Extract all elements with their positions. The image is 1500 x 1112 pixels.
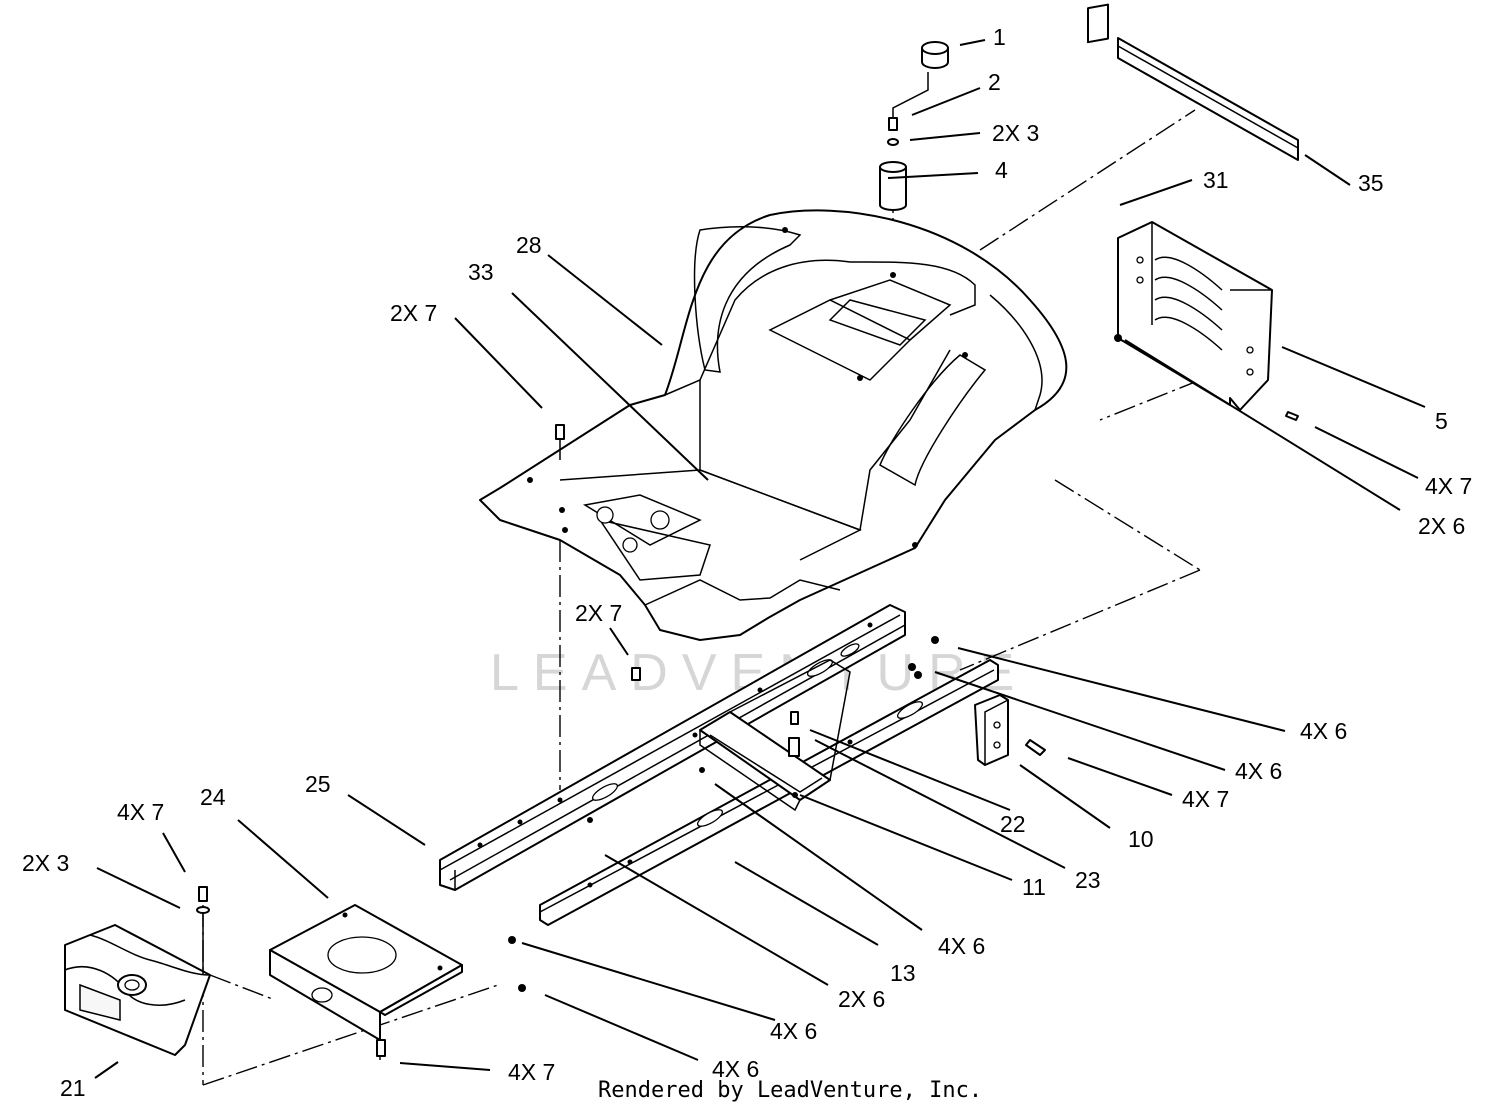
spacer-tube-part xyxy=(879,161,907,211)
fender-body-part xyxy=(479,209,1068,641)
callout-6c: 4X 6 xyxy=(1235,758,1282,784)
callout-25: 25 xyxy=(305,771,331,797)
axle-housing-part xyxy=(64,886,211,1056)
callout-1: 1 xyxy=(993,24,1006,50)
callout-7e: 4X 7 xyxy=(117,799,164,825)
callout-33: 33 xyxy=(468,259,494,285)
callout-3b: 2X 3 xyxy=(22,850,69,876)
mounting-plate-part xyxy=(269,904,463,1057)
callout-22: 22 xyxy=(1000,811,1026,837)
callout-7a: 2X 7 xyxy=(390,300,437,326)
credit-text: Rendered by LeadVenture, Inc. xyxy=(598,1078,982,1103)
callout-21: 21 xyxy=(60,1075,86,1101)
callout-5: 5 xyxy=(1435,408,1448,434)
callout-7f: 4X 7 xyxy=(508,1059,555,1085)
callout-28: 28 xyxy=(516,232,542,258)
callout-6b: 4X 6 xyxy=(1300,718,1347,744)
callout-7c: 2X 7 xyxy=(575,600,622,626)
frame-rail-part xyxy=(439,604,906,891)
callout-23: 23 xyxy=(1075,867,1101,893)
cross-bracket-part xyxy=(587,659,851,823)
body-bolt-part xyxy=(555,424,565,460)
callout-6e: 2X 6 xyxy=(838,986,885,1012)
callout-6g: 4X 6 xyxy=(712,1056,759,1082)
callout-6a: 2X 6 xyxy=(1418,513,1465,539)
callout-labels: 1 2 2X 3 4 31 35 28 33 2X 7 5 4X 7 2X 6 … xyxy=(22,24,1472,1101)
callout-3a: 2X 3 xyxy=(992,120,1039,146)
callout-7d: 4X 7 xyxy=(1182,786,1229,812)
angle-bracket-part xyxy=(974,694,1046,766)
callout-13: 13 xyxy=(890,960,916,986)
callout-10: 10 xyxy=(1128,826,1154,852)
callout-24: 24 xyxy=(200,784,226,810)
frame-fasteners xyxy=(508,636,939,992)
callout-4: 4 xyxy=(995,157,1008,183)
callout-35: 35 xyxy=(1358,170,1384,196)
decal-part xyxy=(1087,3,1109,44)
rear-bar-part xyxy=(1117,37,1299,161)
callout-7b: 4X 7 xyxy=(1425,473,1472,499)
callout-31: 31 xyxy=(1203,167,1229,193)
knob-part xyxy=(921,41,949,69)
callout-2: 2 xyxy=(988,69,1001,95)
callout-11: 11 xyxy=(1022,874,1046,900)
leader-lines xyxy=(94,39,1426,1079)
lever-part xyxy=(887,72,929,146)
callout-6f: 4X 6 xyxy=(770,1018,817,1044)
callout-6d: 4X 6 xyxy=(938,933,985,959)
rear-cover-part xyxy=(1114,221,1299,421)
